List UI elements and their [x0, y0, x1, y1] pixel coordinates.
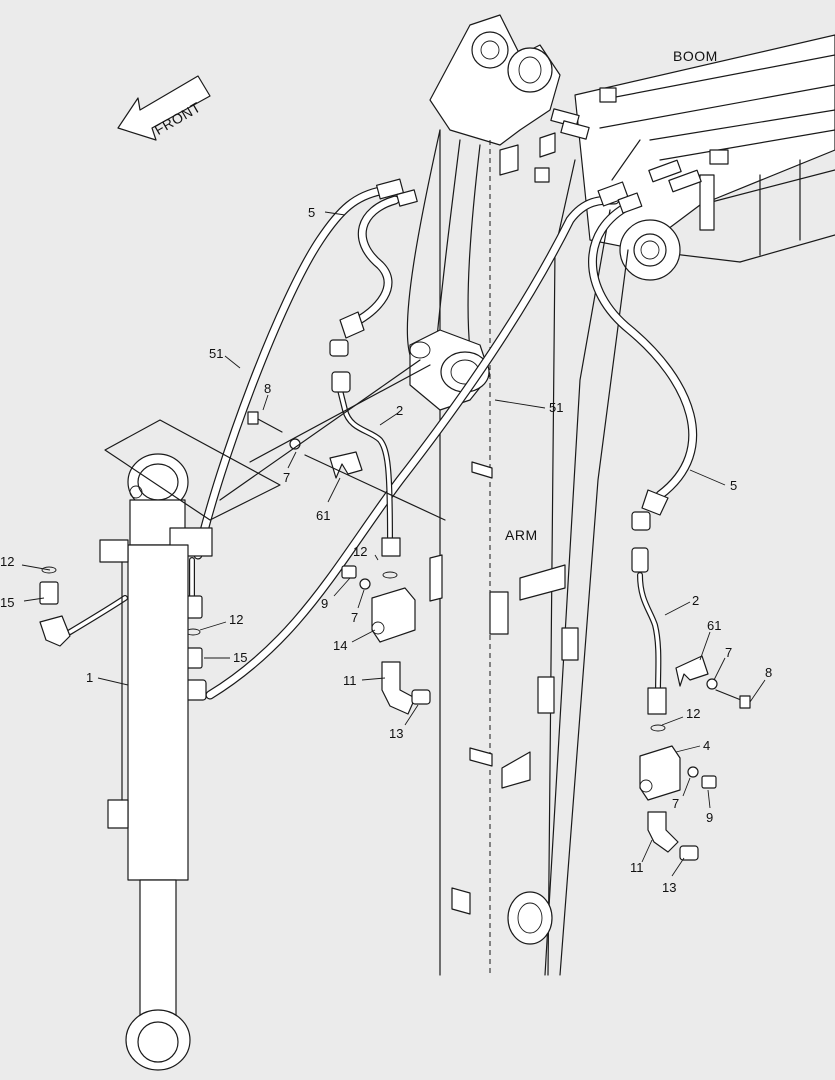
callout-5-left: 5 [308, 205, 315, 220]
callout-7-left-lower: 7 [351, 610, 358, 625]
callout-12-right: 12 [686, 706, 700, 721]
pipe-group [67, 387, 662, 693]
boom-structure [574, 34, 835, 281]
callout-51-right: 51 [549, 400, 563, 415]
callout-12-cyl: 12 [229, 612, 243, 627]
callout-8-left: 8 [264, 381, 271, 396]
hose-group [193, 185, 698, 700]
callout-7-left-upper: 7 [283, 470, 290, 485]
callout-13-left: 13 [389, 726, 403, 741]
callout-2-right: 2 [692, 593, 699, 608]
callout-9-right: 9 [706, 810, 713, 825]
front-arrow-icon: FRONT [117, 75, 211, 141]
arm-label: ARM [505, 527, 538, 543]
arm-cylinder [99, 359, 446, 1071]
fitting-group [39, 108, 751, 861]
callout-1: 1 [86, 670, 93, 685]
callout-8-right: 8 [765, 665, 772, 680]
callout-15-cyl: 15 [233, 650, 247, 665]
callout-12-far-left: 12 [0, 554, 14, 569]
callout-11-left: 11 [343, 673, 357, 688]
callout-5-right: 5 [730, 478, 737, 493]
callout-61-right: 61 [707, 618, 721, 633]
callout-9-left: 9 [321, 596, 328, 611]
leader-lines [21, 211, 766, 877]
callout-4: 4 [703, 738, 710, 753]
callout-61-left: 61 [316, 508, 330, 523]
callout-7-right-lower: 7 [672, 796, 679, 811]
callout-7-right: 7 [725, 645, 732, 660]
callout-11-right: 11 [630, 860, 644, 875]
callout-2-left: 2 [396, 403, 403, 418]
callout-51-left: 51 [209, 346, 223, 361]
callout-14: 14 [333, 638, 347, 653]
boom-label: BOOM [673, 48, 718, 64]
callout-12-mid: 12 [353, 544, 367, 559]
callout-13-right: 13 [662, 880, 676, 895]
callout-15-far-left: 15 [0, 595, 14, 610]
callout-labels: 5 51 8 2 51 7 61 5 12 15 12 15 1 12 9 7 … [0, 205, 772, 895]
